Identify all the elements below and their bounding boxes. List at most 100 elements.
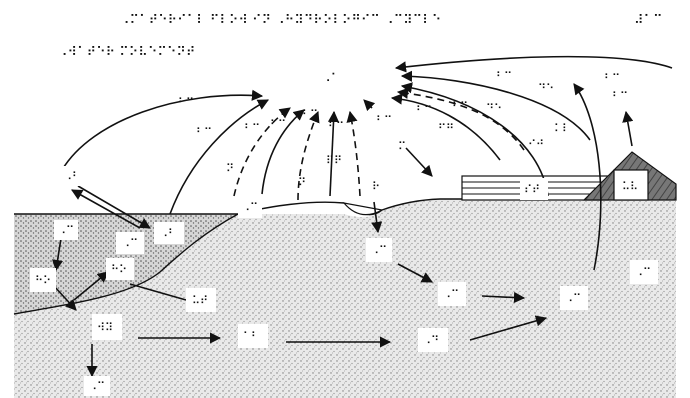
label-house: ⠥⠧ [622,180,638,193]
arrow-dash-5 [396,87,525,151]
svg-text:⠃⠉: ⠃⠉ [178,96,194,109]
arrow-deep-3 [469,315,548,341]
diagram-labels: ⠠⠁ ⠃⠉ ⠃⠉ ⠃⠉ ⠃⠉ ⠃⠉ ⠃⠉ ⠃⠉ ⠃⠉ ⠃⠉ ⠃⠉ ⠃⠉ ⠃⠉ ⠙… [30,68,658,396]
label-evap-11: ⠃⠉ [604,72,620,85]
label-bottom: ⠠⠉ [84,376,110,396]
arrow-up-to-soil [73,271,109,301]
label-evap-8: ⠃⠉ [416,104,432,117]
arrow-roof-up [622,110,634,147]
arrow-right-2 [400,82,549,197]
label-deep-1: ⠥⠞ [186,288,216,312]
svg-text:⠃⠉: ⠃⠉ [612,90,628,103]
label-evap-3: ⠃⠉ [244,122,260,135]
label-mountain-cloud: ⠊⠚ [528,138,544,151]
label-right-aquifer: ⠠⠉ [630,260,658,284]
svg-text:⠠⠉: ⠠⠉ [242,201,258,214]
arrow-down-left-2 [53,285,77,311]
label-soil-2: ⠠⠃ [154,222,184,244]
label-evap-7: ⠃⠉ [376,114,392,127]
arrow-up-2 [327,110,340,197]
svg-text:⠠⠉: ⠠⠉ [635,266,651,279]
arrow-gw-2 [481,291,526,304]
label-evap-2: ⠃⠉ [196,126,212,139]
svg-text:⠍: ⠍ [398,140,406,153]
arrow-gw-1 [397,263,433,283]
line-to-label [129,283,187,301]
svg-text:⠺⠽: ⠺⠽ [97,321,113,334]
label-well: ⠁⠃ [238,324,268,348]
svg-text:⠠⠉: ⠠⠉ [371,244,387,257]
arrow-to-cloud-left [71,189,141,229]
svg-text:⠃⠉: ⠃⠉ [328,120,344,133]
svg-text:⠝: ⠝ [298,176,306,189]
arrow-cloud-to-veg [77,185,151,229]
diagram-title: ⠠⠍⠁⠞⠑⠗⠊⠁⠇ ⠋⠇⠕⠺ ⠊⠝ ⠠⠓⠽⠙⠗⠕⠇⠕⠛⠊⠉ ⠠⠉⠽⠉⠇⠑ [120,13,441,28]
arrow-left-big-arc [61,89,264,171]
label-soil-1: ⠠⠃ [58,166,88,186]
svg-text:⠓⠕: ⠓⠕ [35,274,51,287]
arrow-dash-3 [346,110,361,197]
aquifer-boundary-line [13,213,239,315]
label-evap-4: ⠃⠉ [270,118,286,131]
svg-text:⠓⠕: ⠓⠕ [111,263,127,276]
arrow-veg-arc [169,99,269,215]
label-vegetation: ⠍ [398,140,406,153]
label-aquifer-3: ⠠⠉ [238,196,262,218]
label-spring: ⠠⠙ [418,328,448,352]
groundwater-arrows [86,201,548,378]
house [582,151,677,201]
svg-text:⠃⠉: ⠃⠉ [452,100,468,113]
svg-text:⠠⠁: ⠠⠁ [322,71,340,85]
label-building: ⠎⠞ [520,178,548,200]
svg-text:⠏⠟: ⠏⠟ [326,154,342,167]
svg-text:⠠⠉: ⠠⠉ [89,380,105,393]
svg-text:⠃⠉: ⠃⠉ [376,114,392,127]
label-evap-12: ⠃⠉ [612,90,628,103]
svg-text:⠠⠙: ⠠⠙ [423,334,439,347]
label-aquifer-2: ⠠⠉ [116,232,144,254]
label-snow: ⠅⠇ [554,122,570,135]
svg-text:⠃⠉: ⠃⠉ [496,70,512,83]
label-evap-1: ⠃⠉ [178,96,194,109]
arrow-dash-1 [233,107,291,197]
svg-text:⠃⠉: ⠃⠉ [416,104,432,117]
label-precip-2: ⠙⠑ [486,102,502,115]
label-infiltration-a: ⠝ [226,162,234,175]
arrow-lake-down [371,201,383,234]
label-precip-1: ⠙⠑ [538,82,554,95]
svg-text:⠃⠉: ⠃⠉ [270,118,286,131]
arrow-far-right [394,55,673,73]
svg-text:⠃⠉: ⠃⠉ [604,72,620,85]
page-number: ⠼⠁⠉ [634,13,663,28]
label-runoff: ⠏⠟ [326,154,342,167]
svg-text:⠠⠃: ⠠⠃ [64,170,80,183]
svg-text:⠠⠉: ⠠⠉ [122,237,138,250]
svg-text:⠃⠉: ⠃⠉ [302,108,318,121]
svg-text:⠙⠑: ⠙⠑ [538,82,554,95]
arrow-right-1 [390,93,501,161]
label-cap-rock-2: ⠓⠕ [106,258,134,280]
label-deep-2: ⠺⠽ [92,314,122,340]
svg-text:⠥⠧: ⠥⠧ [622,180,638,193]
label-evap-9: ⠃⠉ [452,100,468,113]
svg-text:⠥⠞: ⠥⠞ [192,294,208,307]
label-aquifer-4: ⠠⠉ [366,238,392,262]
arrow-up-1 [261,109,305,195]
svg-text:⠠⠉: ⠠⠉ [565,292,581,305]
svg-text:⠎⠞: ⠎⠞ [524,183,540,196]
label-atmosphere: ⠠⠁ [316,68,342,88]
svg-text:⠙⠑: ⠙⠑ [486,102,502,115]
arrow-spring-to-sky [573,83,602,271]
label-lake: ⠗ [372,180,380,193]
svg-text:⠋⠛: ⠋⠛ [438,122,454,135]
arrow-dash-4 [363,99,376,112]
label-aquifer-6: ⠠⠉ [560,286,588,310]
svg-text:⠠⠉: ⠠⠉ [443,288,459,301]
label-aquifer-1: ⠠⠉ [54,220,78,240]
lake [342,202,384,216]
svg-text:⠃⠉: ⠃⠉ [244,122,260,135]
svg-text:⠊⠚: ⠊⠚ [528,138,544,151]
label-evap-10: ⠃⠉ [496,70,512,83]
